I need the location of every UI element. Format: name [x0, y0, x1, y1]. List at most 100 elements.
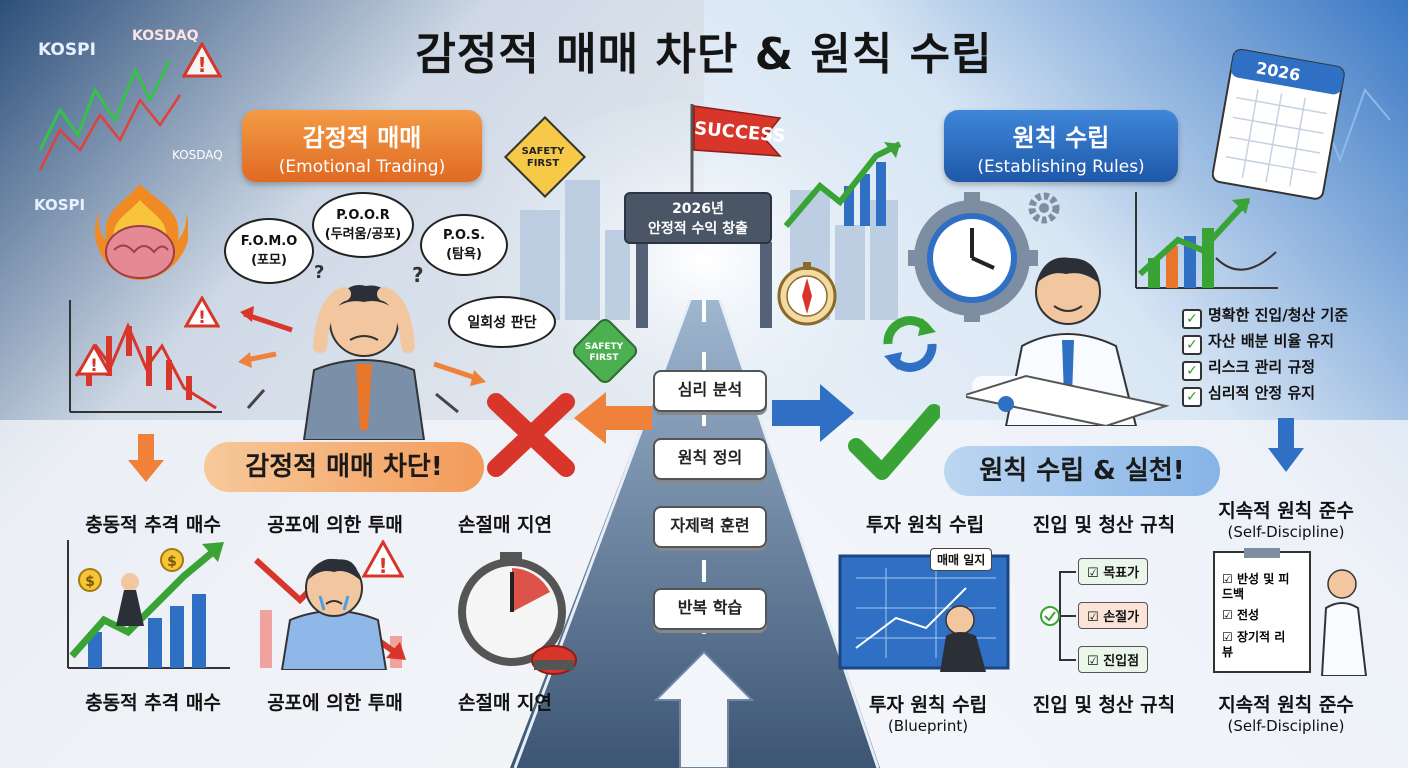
svg-text:!: !	[197, 53, 206, 77]
header-main: 원칙 수립	[1012, 124, 1110, 152]
pos-bubble: P.O.S. (탐욕)	[420, 214, 508, 276]
review-row: ☑ 전성	[1222, 608, 1260, 622]
label-main: 지속적 원칙 준수	[1218, 694, 1354, 716]
emotional-trading-header: 감정적 매매 (Emotional Trading)	[242, 110, 482, 182]
checklist-label: 명확한 진입/청산 기준	[1208, 306, 1349, 324]
bubble-line: (두려움/공포)	[324, 227, 402, 242]
check-icon	[848, 404, 940, 480]
checkbox-icon: ✓	[1182, 335, 1202, 355]
ticker-label: KOSPI	[34, 196, 86, 214]
svg-text:?: ?	[314, 262, 324, 283]
label-main: 투자 원칙 수립	[865, 514, 985, 536]
self-discipline-label: 지속적 원칙 준수 (Self-Discipline)	[1196, 690, 1376, 735]
bubble-line: (포모)	[251, 253, 287, 268]
self-discipline-label: 지속적 원칙 준수 (Self-Discipline)	[1196, 496, 1376, 541]
success-gate	[636, 104, 782, 328]
blueprint-icon	[838, 554, 1010, 672]
review-label: 장기적 리뷰	[1222, 630, 1286, 659]
investment-rules-label: 투자 원칙 수립	[840, 510, 1010, 537]
growth-chart-icon	[1135, 192, 1278, 289]
rule-row-entry: ☑ 진입점	[1078, 646, 1149, 673]
checklist-item: ✓ 자산 배분 비율 유지	[1182, 330, 1334, 355]
warning-icon: !	[184, 296, 220, 328]
checklist-item: ✓ 명확한 진입/청산 기준	[1182, 304, 1348, 329]
label-main: 진입 및 청산 규칙	[1032, 514, 1176, 536]
rule-label: 손절가	[1103, 610, 1140, 625]
establishing-rules-header: 원칙 수립 (Establishing Rules)	[944, 110, 1178, 182]
checklist-label: 심리적 안정 유지	[1208, 384, 1316, 402]
left-arrow-icon	[574, 392, 652, 444]
ticker-label: KOSDAQ	[132, 28, 199, 44]
down-arrow-icon	[128, 434, 164, 482]
bubble-line: (탐욕)	[446, 247, 482, 262]
checklist-item: ✓리스크 관리 규정	[1182, 356, 1315, 381]
header-sub: (Establishing Rules)	[977, 157, 1145, 177]
goal-gate-sign: 2026년 안정적 수익 창출	[624, 192, 772, 244]
compass-icon	[777, 262, 837, 326]
svg-text:$: $	[167, 554, 177, 570]
investment-rules-label: 투자 원칙 수립 (Blueprint)	[840, 690, 1016, 735]
rule-label: 목표가	[1103, 566, 1140, 581]
review-row: ☑ 반성 및 피드백	[1222, 572, 1290, 601]
confusion-arrows	[238, 306, 486, 414]
rule-row-stop-loss: ☑ 손절가	[1078, 602, 1149, 629]
right-arrow-icon	[772, 384, 854, 442]
gate-line: 안정적 수익 창출	[648, 221, 748, 237]
gate-line: 2026년	[672, 201, 724, 217]
bubble-line: P.O.O.R	[336, 208, 390, 223]
trading-journal-tag: 매매 일지	[930, 548, 993, 571]
rule-label: 진입점	[1103, 654, 1140, 669]
page-title: 감정적 매매 차단 & 원칙 수립	[415, 29, 993, 80]
rules-practice-banner: 원칙 수립 & 실천!	[944, 446, 1220, 496]
header-sub: (Emotional Trading)	[278, 157, 446, 177]
svg-text:$: $	[85, 574, 95, 590]
checkbox-icon: ✓	[1182, 309, 1202, 329]
label-sub: (Self-Discipline)	[1227, 717, 1345, 735]
checklist-item: ✓ 심리적 안정 유지	[1182, 382, 1315, 407]
refresh-cycle-icon	[883, 316, 937, 372]
impulsive-chase-label: 충동적 추격 매수	[85, 692, 221, 714]
checklist-label: 자산 배분 비율 유지	[1208, 332, 1335, 350]
impulsive-chase-label: 충동적 추격 매수	[85, 514, 221, 536]
step-define-rules: 원칙 정의	[653, 438, 767, 480]
label-main: 투자 원칙 수립	[868, 694, 988, 716]
checkbox-icon: ✓	[1182, 387, 1202, 407]
entry-exit-rules-label: 진입 및 청산 규칙	[1014, 510, 1194, 537]
bubble-line: F.O.M.O	[240, 234, 298, 249]
ticker-label: KOSPI	[38, 40, 96, 60]
gear-icon	[1028, 192, 1060, 224]
review-label: 전성	[1236, 608, 1260, 622]
safety-first-text: SAFETY FIRST	[584, 342, 624, 363]
review-clipboard-icon	[1213, 548, 1368, 676]
rising-chart-icon	[783, 141, 902, 228]
step-psych-analysis: 심리 분석	[653, 370, 767, 412]
panic-selling-icon	[253, 557, 406, 670]
fomo-bubble: F.O.M.O (포모)	[224, 218, 314, 284]
rule-row-target: ☑ 목표가	[1078, 558, 1149, 585]
panic-selling-label: 공포에 의한 투매	[267, 514, 403, 536]
warning-icon: !	[76, 344, 112, 376]
ticker-label: KOSDAQ	[172, 148, 223, 162]
stopwatch-icon	[458, 552, 577, 675]
safety-first-text: SAFETY FIRST	[521, 146, 565, 169]
svg-text:!: !	[378, 554, 387, 578]
entry-exit-rules-label: 진입 및 청산 규칙	[1014, 690, 1194, 717]
bubble-line: 일회성 판단	[467, 315, 537, 331]
label-sub: (Self-Discipline)	[1227, 523, 1345, 541]
svg-text:!: !	[90, 356, 98, 376]
checklist-label: 리스크 관리 규정	[1208, 358, 1316, 376]
clock-gear-icon	[908, 192, 1038, 322]
step-repeat-learning: 반복 학습	[653, 588, 767, 630]
panic-selling-label: 공포에 의한 투매	[267, 692, 403, 714]
brain-on-fire-icon	[95, 184, 188, 280]
cross-icon	[487, 393, 575, 477]
rules-connector	[1040, 571, 1076, 661]
one-time-judgment-bubble: 일회성 판단	[448, 296, 556, 348]
header-main: 감정적 매매	[302, 124, 422, 152]
svg-text:!: !	[198, 308, 206, 328]
step-self-control: 자제력 훈련	[653, 506, 767, 548]
chasing-buy-icon: $ $	[67, 540, 230, 669]
stop-loss-delay-label: 손절매 지연	[457, 514, 552, 536]
poor-bubble: P.O.O.R (두려움/공포)	[312, 192, 414, 258]
